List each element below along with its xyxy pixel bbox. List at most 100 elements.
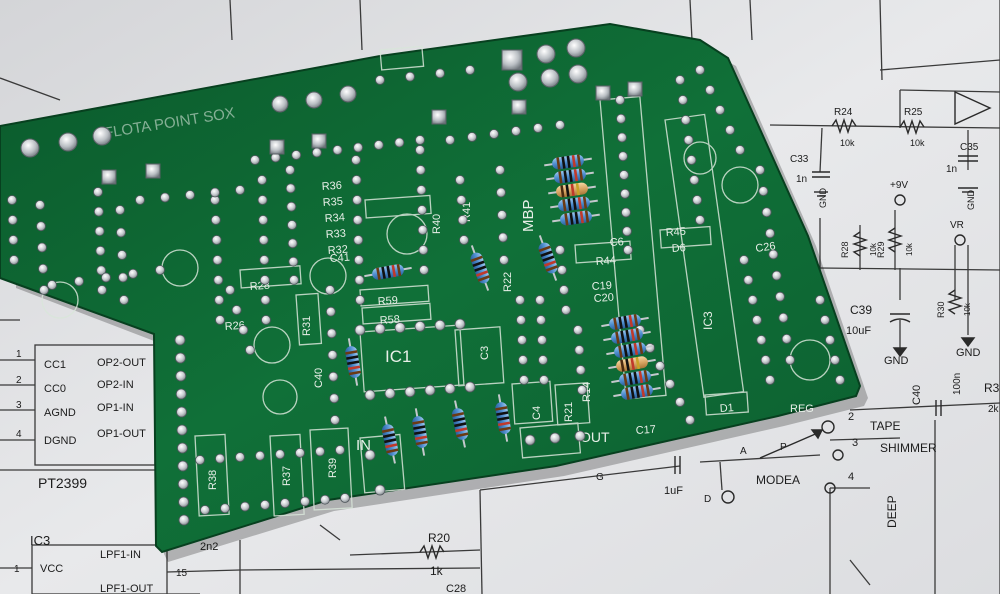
solder-pad — [455, 175, 465, 185]
switch-pos-4-num: 4 — [848, 471, 854, 483]
solder-pad — [235, 185, 245, 195]
solder-pad — [97, 285, 107, 295]
pt2399-pin-cc1: CC1 — [44, 359, 66, 371]
c35-value: 1n — [946, 164, 957, 175]
solder-pad — [176, 424, 188, 436]
solder-pad — [830, 355, 840, 365]
solder-pad — [539, 375, 549, 385]
solder-pad — [255, 450, 265, 461]
solder-pad — [457, 215, 468, 225]
solder-pad — [815, 295, 825, 305]
pcb-label-ic1: IC1 — [385, 347, 411, 366]
solder-pad — [115, 205, 125, 215]
solder-pad — [685, 415, 695, 425]
solder-pad — [332, 145, 343, 155]
ref-r45: R45 — [665, 226, 686, 239]
solder-pad — [785, 355, 795, 365]
solder-pad — [155, 265, 165, 275]
net-gnd-1: GND — [818, 188, 828, 209]
solder-pad — [689, 175, 700, 185]
solder-pad — [175, 370, 187, 382]
solder-pad — [620, 188, 630, 199]
solder-pad — [537, 335, 547, 345]
ref-c40: C40 — [313, 368, 325, 388]
solder-pad — [619, 170, 629, 180]
solder-pad — [536, 315, 546, 325]
solder-pad — [177, 478, 189, 490]
solder-pad — [575, 365, 586, 375]
solder-pad — [300, 496, 310, 507]
solder-pad — [374, 484, 386, 496]
solder-pad — [326, 328, 337, 339]
solder-pad — [259, 255, 270, 265]
c39-value: 10uF — [846, 325, 871, 337]
solder-pad — [340, 493, 350, 503]
solder-pad — [424, 384, 436, 396]
solder-pad — [238, 325, 249, 335]
solder-pad — [235, 452, 245, 463]
solder-pad — [415, 145, 425, 155]
solder-pad — [574, 430, 586, 442]
solder-pad — [38, 263, 48, 274]
solder-pad — [615, 95, 625, 105]
ref-c20: C20 — [593, 292, 614, 305]
switch-node-d: D — [704, 494, 711, 505]
solder-pad — [820, 315, 830, 325]
resistor — [412, 408, 429, 456]
pt2399-pin-dgnd: DGND — [44, 435, 76, 447]
ref-r36: R36 — [321, 180, 342, 193]
solder-pad — [7, 215, 18, 225]
solder-pad — [771, 270, 782, 281]
ref-r39: R39 — [327, 458, 339, 478]
net-vr: VR — [950, 220, 964, 231]
ic3-pin-lpf1-out: LPF1-OUT — [100, 583, 153, 594]
pt2399-pin-num-2: 2 — [16, 375, 22, 386]
solder-pad — [465, 65, 475, 75]
resistor — [470, 245, 490, 291]
net-plus9v: +9V — [890, 180, 908, 191]
solder-pad — [617, 132, 627, 143]
solder-pad — [464, 381, 476, 393]
solder-pad — [405, 71, 415, 82]
solder-pad — [258, 235, 269, 245]
solder-pad — [680, 115, 691, 125]
pt2399-pin-op1-in: OP1-IN — [97, 402, 134, 414]
solder-pad — [286, 201, 297, 212]
solder-pad — [289, 275, 299, 285]
ref-c19: C19 — [591, 280, 612, 293]
pcb-solder-pads — [7, 65, 845, 526]
solder-pad — [259, 275, 270, 285]
net-gnd-4: GND — [956, 347, 981, 359]
solder-pad — [467, 132, 477, 142]
solder-pad — [178, 496, 190, 508]
solder-pad — [220, 503, 230, 514]
solder-pad — [351, 175, 362, 185]
solder-pad — [8, 235, 19, 245]
solder-pad — [285, 183, 296, 194]
solder-pad — [94, 226, 105, 237]
solder-pad — [623, 245, 633, 255]
solder-pad — [47, 280, 57, 290]
solder-pad — [352, 215, 363, 225]
pt2399-pin-op1-out: OP1-OUT — [97, 428, 146, 440]
pcb-large-pads — [20, 38, 643, 185]
r29-value: 10k — [905, 242, 914, 256]
ic3-pin-num-1: 1 — [14, 564, 20, 575]
ref-r59: R59 — [377, 295, 398, 308]
switch-pos-shimmer: SHIMMER — [880, 441, 937, 455]
resistor — [345, 338, 362, 386]
pcb-resistors — [345, 154, 661, 464]
solder-pad — [695, 215, 705, 225]
pcb-label-out: OUT — [580, 429, 610, 445]
solder-pad — [618, 151, 628, 162]
solder-pad — [178, 514, 190, 526]
resistor — [546, 168, 594, 184]
ref-r33: R33 — [325, 228, 346, 241]
r25-ref: R25 — [904, 107, 923, 118]
solder-pad — [351, 155, 361, 165]
solder-pad — [280, 498, 290, 509]
solder-pad — [177, 460, 189, 472]
solder-pad — [355, 295, 365, 305]
solder-pad — [519, 375, 529, 385]
solder-pad — [456, 195, 467, 205]
